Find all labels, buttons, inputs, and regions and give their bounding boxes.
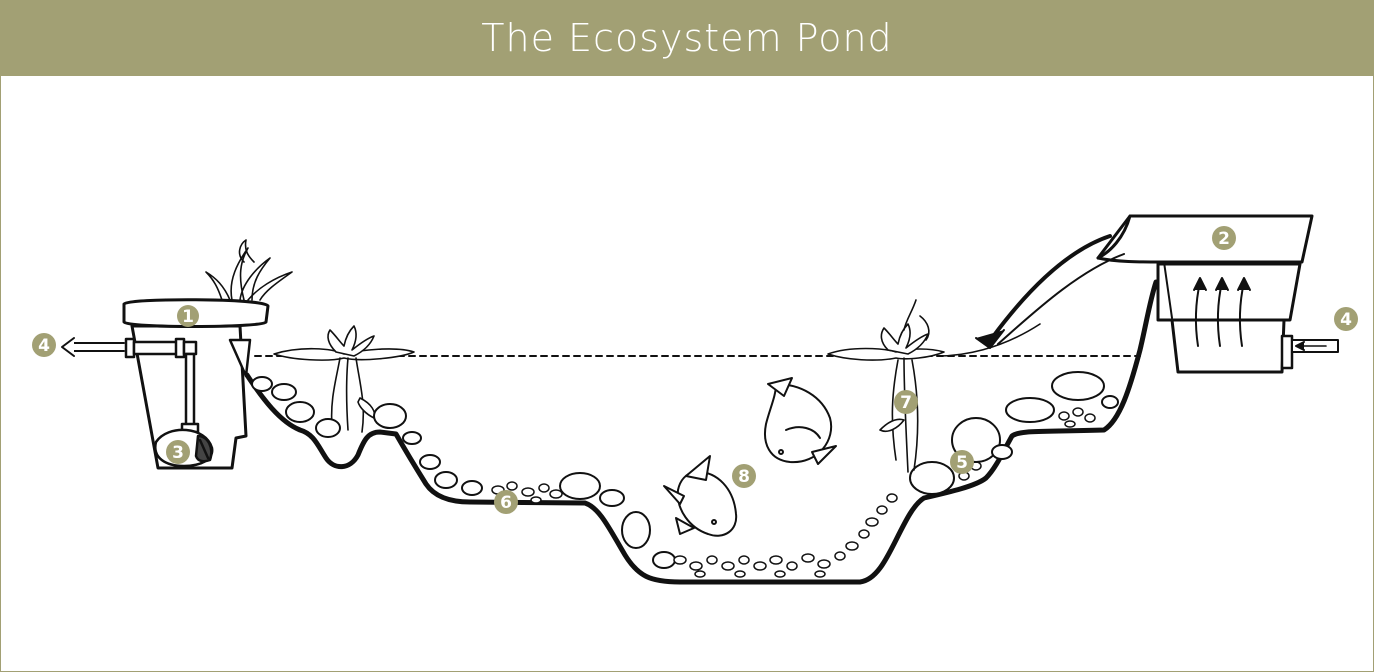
badge-pump-number: 3 bbox=[172, 443, 184, 463]
pond-liner bbox=[244, 279, 1159, 585]
badge-plants: 7 bbox=[894, 390, 918, 414]
aquatic-plant-right bbox=[827, 299, 945, 473]
badge-plants-number: 7 bbox=[900, 393, 912, 413]
badge-skimmer-number: 2 bbox=[1218, 229, 1230, 249]
filter-plumbing bbox=[124, 337, 214, 468]
skimmer bbox=[1096, 214, 1339, 374]
gravel-layer bbox=[491, 407, 1096, 578]
outlet-arrow bbox=[61, 337, 125, 357]
badge-skimmer: 2 bbox=[1212, 226, 1236, 250]
title-bar: The Ecosystem Pond bbox=[0, 0, 1374, 76]
badge-gravel-number: 6 bbox=[500, 493, 512, 513]
pond-diagram: 1 2 3 4 4 5 6 7 8 bbox=[32, 214, 1358, 585]
inlet-arrow bbox=[1295, 341, 1327, 351]
koi-fish-upper bbox=[764, 377, 837, 465]
badge-pump: 3 bbox=[166, 440, 190, 464]
page-title: The Ecosystem Pond bbox=[481, 16, 893, 60]
badge-filter: 1 bbox=[177, 305, 199, 327]
badge-fish: 8 bbox=[732, 464, 756, 488]
badge-gravel: 6 bbox=[494, 490, 518, 514]
rocks-left bbox=[251, 376, 676, 569]
water-lily-left bbox=[273, 325, 415, 433]
badge-plumbing-right-number: 4 bbox=[1340, 310, 1352, 330]
badge-rocks: 5 bbox=[950, 450, 974, 474]
skimmer-flow-arrows bbox=[1193, 277, 1251, 347]
marginal-plant bbox=[205, 239, 293, 301]
badge-plumbing-right: 4 bbox=[1334, 307, 1358, 331]
return-flow-arrow bbox=[937, 234, 1125, 357]
badge-plumbing-left: 4 bbox=[32, 333, 56, 357]
badge-plumbing-left-number: 4 bbox=[38, 336, 50, 356]
koi-fish-lower bbox=[663, 455, 738, 537]
badge-rocks-number: 5 bbox=[956, 453, 968, 473]
badge-filter-number: 1 bbox=[182, 307, 194, 327]
badge-fish-number: 8 bbox=[738, 467, 750, 487]
